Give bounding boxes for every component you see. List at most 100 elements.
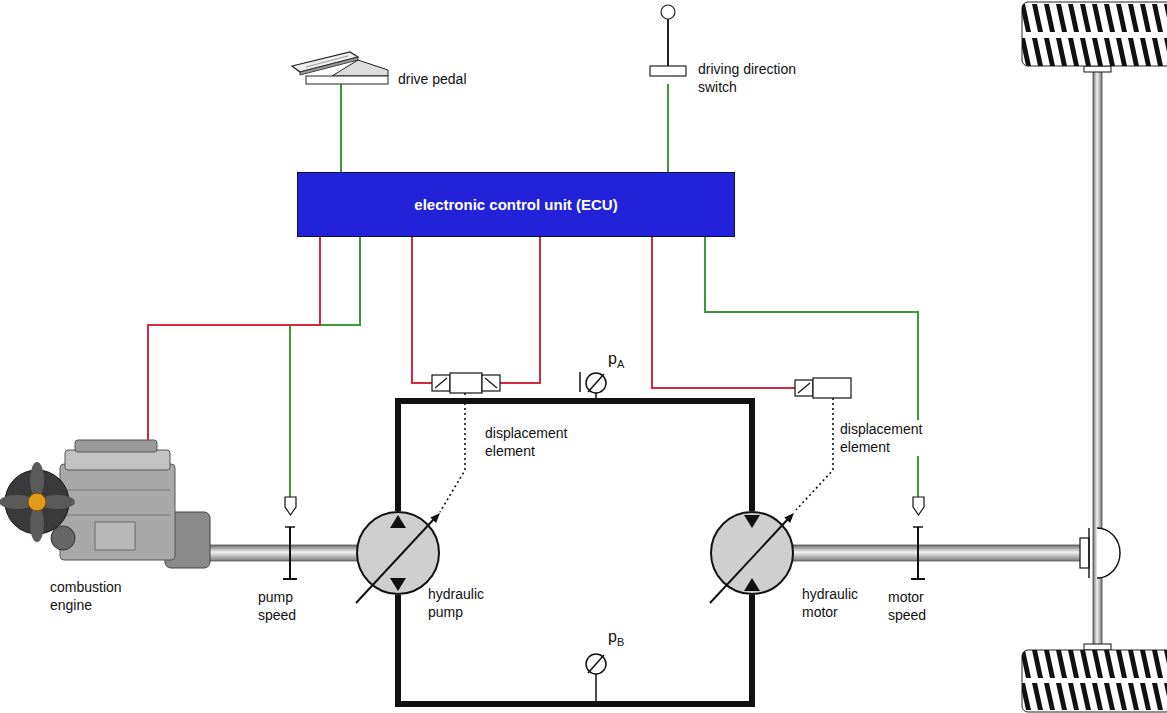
pedal-icon <box>300 57 358 75</box>
axle <box>1084 66 1111 72</box>
control-linkage <box>440 393 833 512</box>
switch-icon <box>648 4 688 84</box>
signal-wire <box>412 237 432 383</box>
axle <box>1097 528 1120 578</box>
solenoid-valve <box>450 373 482 393</box>
control-linkage <box>440 393 465 512</box>
switch-icon: driving direction switch <box>648 4 688 84</box>
engine-picture <box>60 464 175 560</box>
element-label: displacement element <box>483 424 582 460</box>
pedal-icon <box>306 76 388 84</box>
signal-wire <box>667 84 669 172</box>
motor-symbol <box>710 511 794 595</box>
speed-sensor <box>917 527 919 579</box>
speed-sensor <box>285 526 295 528</box>
solenoid-valve <box>482 375 500 391</box>
signal-wire <box>340 84 342 172</box>
motor-symbol: hydraulic motor <box>710 511 794 595</box>
pedal-icon <box>306 56 348 67</box>
engine-picture <box>28 493 46 511</box>
control-unit-box: electronic control unit (ECU) <box>297 172 735 237</box>
motor-symbol <box>744 578 760 591</box>
pressure-gauge <box>586 654 606 674</box>
wheel <box>1022 650 1167 712</box>
pump-symbol <box>356 519 434 603</box>
solenoid-valve <box>798 383 810 393</box>
solenoid-valve <box>795 380 813 396</box>
engine-picture <box>75 440 157 452</box>
part-name: hydraulic motor <box>802 585 877 621</box>
switch-icon <box>650 66 686 76</box>
speed-sensor <box>911 578 925 580</box>
engine-picture <box>65 515 170 516</box>
pressure-label: pA <box>606 350 626 373</box>
engine-picture <box>65 490 170 491</box>
part-name: driving direction switch <box>698 60 810 96</box>
element-label: displacement element <box>838 420 937 456</box>
pressure-gauge <box>595 674 597 704</box>
motor-symbol <box>711 512 793 594</box>
wheel <box>1022 650 1167 712</box>
pressure-gauge <box>579 372 581 392</box>
pedal-icon <box>292 50 390 84</box>
switch-icon <box>667 19 669 66</box>
speed-sensor <box>283 578 297 580</box>
part-name: hydraulic pump <box>428 585 503 621</box>
sensor-label: motor speed <box>886 588 956 624</box>
signal-wire <box>500 237 540 383</box>
pump-symbol <box>357 512 439 594</box>
pressure-gauge <box>588 655 604 673</box>
pump-symbol: hydraulic pump <box>356 511 440 595</box>
axle <box>1084 644 1111 650</box>
solenoid-valve <box>432 373 851 398</box>
pump-symbol <box>390 515 406 528</box>
drive-shaft <box>792 545 1084 561</box>
wheel <box>1022 2 1167 66</box>
engine-picture <box>51 526 75 550</box>
drive-shaft <box>206 545 1084 561</box>
signal-wire <box>705 237 918 497</box>
motor-symbol <box>710 519 788 603</box>
signal-wire <box>652 237 795 388</box>
control-wire <box>148 237 320 440</box>
pedal-icon: drive pedal <box>292 50 390 84</box>
speed-sensor <box>289 527 291 579</box>
speed-sensor <box>285 497 296 515</box>
axle <box>1080 66 1120 650</box>
pump-symbol <box>430 513 440 523</box>
pressure-gauge <box>586 373 606 393</box>
signal-wire <box>290 237 360 497</box>
wheel <box>1022 2 1167 66</box>
speed-sensor <box>913 497 924 515</box>
pressure-label: pB <box>606 628 626 651</box>
switch-icon <box>661 5 675 19</box>
speed-sensor <box>913 526 923 528</box>
engine-picture <box>5 440 210 570</box>
hydraulic-line <box>398 401 752 511</box>
engine-picture <box>95 522 135 550</box>
pump-symbol <box>390 578 406 591</box>
drive-shaft <box>206 545 358 561</box>
solenoid-valve <box>485 378 497 388</box>
engine-picture: combustion engine <box>5 440 210 570</box>
sensor-label: pump speed <box>256 588 326 624</box>
pump-symbol <box>356 511 440 595</box>
solenoid-valve <box>435 378 447 388</box>
pressure-gauge <box>588 374 604 392</box>
signal-wire <box>290 237 918 497</box>
pressure-gauge <box>580 372 606 704</box>
solenoid-valve <box>432 375 450 391</box>
motor-symbol <box>784 513 794 523</box>
wheel <box>1022 2 1167 712</box>
axle <box>1088 528 1089 578</box>
axle <box>1080 538 1089 568</box>
unit-title: electronic control unit (ECU) <box>414 196 617 214</box>
engine-picture <box>65 450 170 470</box>
part-name: drive pedal <box>398 70 488 88</box>
motor-symbol <box>744 515 760 528</box>
control-linkage <box>796 398 833 510</box>
part-name: combustion engine <box>50 578 150 614</box>
solenoid-valve <box>813 378 851 398</box>
